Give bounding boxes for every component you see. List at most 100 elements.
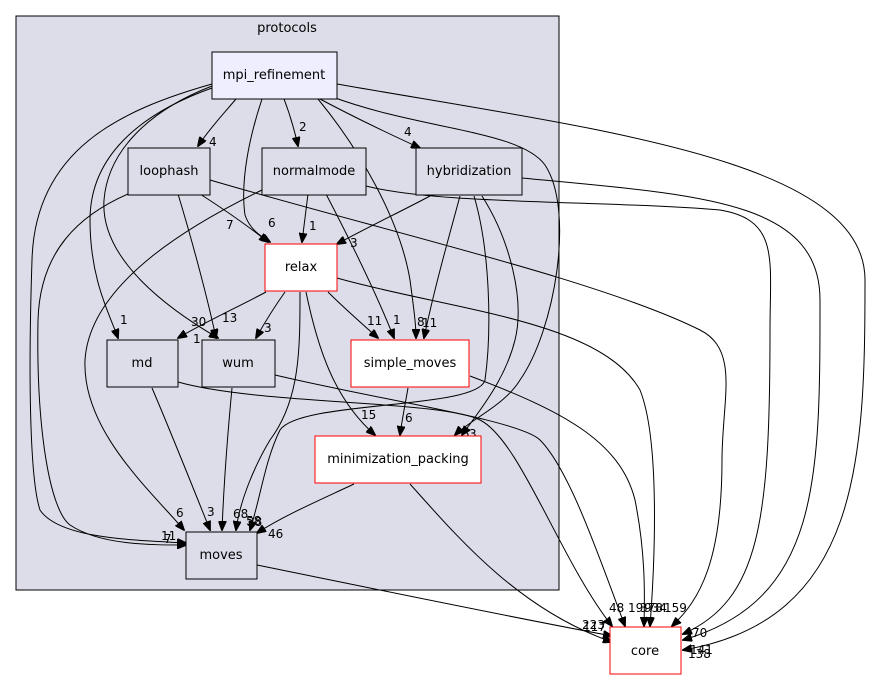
edge-label: 3 xyxy=(469,427,477,441)
edge-relax-simple xyxy=(327,291,378,338)
edge-normalmode-core xyxy=(365,185,772,634)
node-box xyxy=(185,531,258,580)
edge-loophash-relax xyxy=(199,193,268,242)
edge-mpi-normalmode xyxy=(283,98,298,146)
node-box xyxy=(201,339,276,388)
edge-label: 30 xyxy=(191,315,206,329)
edge-hybridization-relax xyxy=(337,195,431,244)
node-label: wum xyxy=(222,356,254,371)
node-box xyxy=(314,435,482,484)
edge-label: 4 xyxy=(209,135,217,149)
node-label: relax xyxy=(285,260,318,275)
node-label: mpi_refinement xyxy=(223,68,326,83)
edge-mpi-core xyxy=(336,83,866,650)
node-core[interactable]: core xyxy=(609,626,682,675)
edge-mpi-md xyxy=(89,87,213,338)
edge-moves-core xyxy=(256,564,612,636)
edge-label: 46 xyxy=(268,527,283,541)
cluster-protocols: protocols xyxy=(15,15,560,591)
edge-label: 6 xyxy=(176,506,184,520)
edge-label: 1 xyxy=(120,313,128,327)
node-box xyxy=(211,51,338,100)
edge-label: 38 xyxy=(247,515,262,529)
edge-md-moves xyxy=(151,387,210,530)
edge-label: 11 xyxy=(367,314,382,328)
edge-relax-wum xyxy=(256,291,286,338)
edge-label: 6 xyxy=(268,216,276,230)
node-label: normalmode xyxy=(273,164,355,179)
edge-label: 70 xyxy=(692,626,707,640)
edge-label: 3 xyxy=(350,236,358,250)
node-label: simple_moves xyxy=(364,356,457,371)
edge-label: 378 xyxy=(640,601,663,615)
node-box xyxy=(106,339,179,388)
edge-label: 48 xyxy=(609,601,624,615)
edge-label: 117 xyxy=(583,620,606,634)
edge-label: 7 xyxy=(164,532,172,546)
node-minimization-packing[interactable]: minimization_packing xyxy=(314,435,482,484)
edge-loophash-moves xyxy=(37,193,186,545)
edge-simple-core xyxy=(469,375,644,626)
node-loophash[interactable]: loophash xyxy=(127,147,211,196)
node-box xyxy=(350,339,470,388)
edge-mpi-simple xyxy=(317,98,416,338)
edge-relax-moves xyxy=(236,291,301,530)
edge-label: 1 xyxy=(193,332,201,346)
node-label: minimization_packing xyxy=(327,452,469,467)
node-label: md xyxy=(132,356,153,371)
edge-loophash-wum xyxy=(177,193,216,338)
edge-label: 141 xyxy=(690,643,713,657)
edge-label: 11 xyxy=(161,529,176,543)
node-md[interactable]: md xyxy=(106,339,179,388)
edge-label: 934 xyxy=(644,601,667,615)
node-wum[interactable]: wum xyxy=(201,339,276,388)
node-relax[interactable]: relax xyxy=(264,243,338,292)
edge-label: 1 xyxy=(393,313,401,327)
edge-label: 7 xyxy=(226,218,234,232)
node-moves[interactable]: moves xyxy=(185,531,258,580)
edge-label: 13 xyxy=(222,311,237,325)
node-label: moves xyxy=(199,548,242,563)
edge-label: 3 xyxy=(264,321,272,335)
edge-md-core xyxy=(177,381,612,626)
node-box xyxy=(415,147,523,196)
node-box xyxy=(261,147,367,196)
edge-label: 8 xyxy=(417,315,425,329)
node-mpi-refinement[interactable]: mpi_refinement xyxy=(211,51,338,100)
node-box xyxy=(264,243,338,292)
edge-relax-core xyxy=(336,277,655,626)
edge-hybridization-moves xyxy=(250,195,490,530)
edge-minpack-core xyxy=(409,483,612,642)
edge-label: 6 xyxy=(405,411,413,425)
edge-normalmode-relax xyxy=(302,193,309,242)
edge-label: 5 xyxy=(462,427,470,441)
edge-normalmode-simple xyxy=(325,193,394,338)
node-simple-moves[interactable]: simple_moves xyxy=(350,339,470,388)
edge-label: 58 xyxy=(246,514,261,528)
cluster-box xyxy=(15,15,560,591)
edge-label: 19 xyxy=(628,601,643,615)
edge-hybridization-minpack xyxy=(462,195,519,435)
edges: 4 2 4 1 30 11 141 6 8 3 7 13 xyxy=(29,83,866,661)
edge-simple-minpack xyxy=(400,387,409,435)
node-label: hybridization xyxy=(427,164,512,179)
edge-label: 11 xyxy=(422,316,437,330)
edge-hybridization-core xyxy=(521,177,821,640)
edge-minpack-moves xyxy=(257,483,355,533)
edge-mpi-wum xyxy=(103,85,218,338)
edge-relax-md xyxy=(178,291,267,338)
cluster-label: protocols xyxy=(257,21,317,36)
edge-label: 1 xyxy=(309,219,317,233)
node-label: loophash xyxy=(140,164,199,179)
node-hybridization[interactable]: hybridization xyxy=(415,147,523,196)
edge-wum-moves xyxy=(222,387,233,530)
edge-label: 15 xyxy=(361,408,376,422)
node-normalmode[interactable]: normalmode xyxy=(261,147,367,196)
node-label: core xyxy=(631,644,659,659)
edge-mpi-loophash xyxy=(198,98,237,146)
edge-loophash-core xyxy=(209,179,727,626)
edge-normalmode-moves xyxy=(84,189,263,530)
nodes: mpi_refinement loophash normalmode hybri… xyxy=(106,51,682,675)
edge-label: 68 xyxy=(233,507,248,521)
